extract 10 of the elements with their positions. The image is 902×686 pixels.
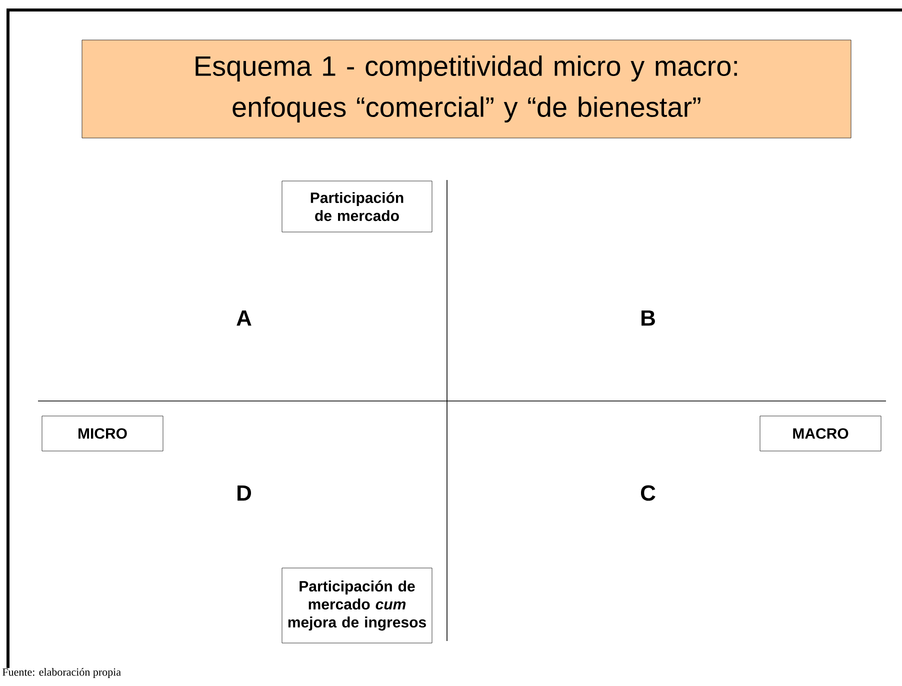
source-note: Fuente: elaboración propia [2,668,121,678]
quadrant-letter: A [236,310,252,326]
label-box: MACRO [760,416,882,452]
quadrant-letter: C [640,485,656,501]
quadrant-letter: D [238,485,252,501]
quadrant-letter: B [642,310,655,326]
label-box: MICRO [42,416,164,452]
label-box: Participación de mercado cum mejora de ingresos [282,568,432,644]
title-box: Esquema 1 - competitividad micro y macro: enfoques “comercial” y “de bienestar” [82,40,852,138]
label-box: Participación de mercado [282,180,432,232]
